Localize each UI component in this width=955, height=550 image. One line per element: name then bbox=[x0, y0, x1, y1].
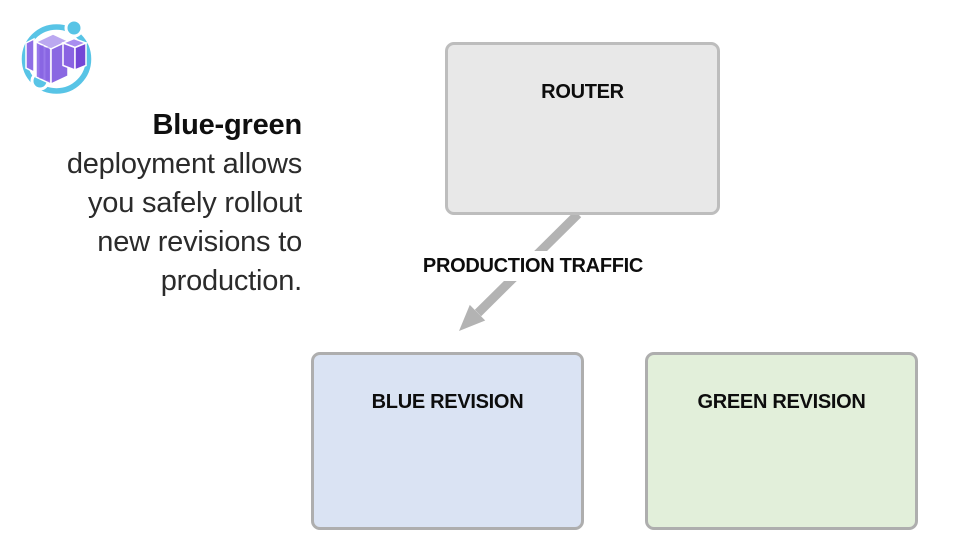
green-revision-label: GREEN REVISION bbox=[697, 391, 866, 413]
green-revision-node: GREEN REVISION bbox=[645, 352, 918, 530]
router-node: ROUTER bbox=[445, 42, 720, 215]
blue-revision-node: BLUE REVISION bbox=[311, 352, 584, 530]
blue-revision-label: BLUE REVISION bbox=[371, 391, 524, 413]
intro-line: new revisions to bbox=[97, 226, 302, 258]
production-traffic-label: PRODUCTION TRAFFIC bbox=[407, 251, 659, 281]
intro-line: production. bbox=[160, 265, 302, 297]
intro-text: Blue-green deployment allows you safely … bbox=[20, 106, 302, 301]
intro-line: you safely rollout bbox=[87, 187, 302, 219]
container-apps-logo-icon bbox=[21, 18, 92, 94]
intro-highlight: Blue-green bbox=[152, 109, 303, 141]
router-label: ROUTER bbox=[541, 81, 624, 103]
intro-line: deployment allows bbox=[66, 148, 302, 180]
